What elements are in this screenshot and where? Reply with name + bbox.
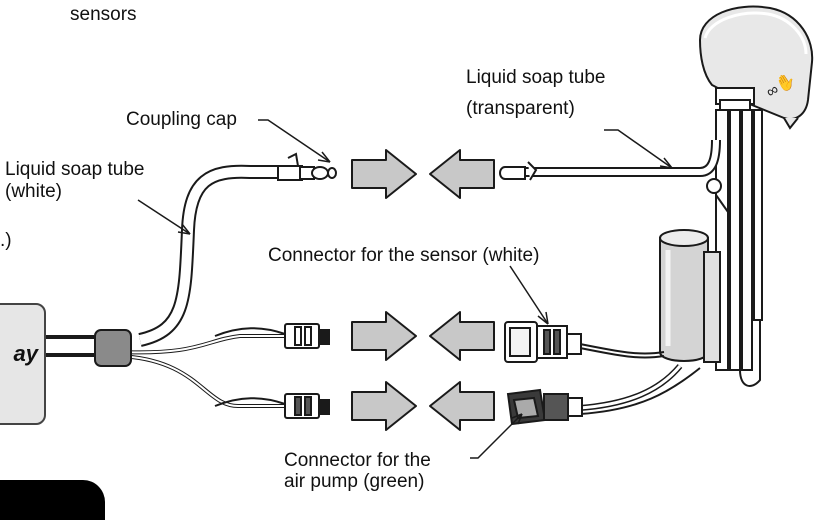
left-pump-connector [284, 393, 330, 419]
transparent-tube-label-line1: Liquid soap tube [466, 67, 606, 88]
coupling-cap-assembly [277, 152, 337, 181]
sensor-connector-label: Connector for the sensor (white) [268, 245, 540, 266]
leader-lines [137, 119, 673, 459]
cable-band [94, 329, 132, 367]
sensors-fragment-label: sensors [70, 4, 137, 25]
arrow-right-middle [351, 311, 417, 361]
faucet-head: ∞✋ [698, 5, 814, 130]
right-sensor-connector [504, 321, 582, 363]
pump-connector-label-line1: Connector for the [284, 450, 431, 471]
arrows [351, 149, 495, 431]
white-tube-label-line1: Liquid soap tube [5, 159, 145, 180]
transparent-tube-end [499, 161, 538, 181]
side-note-box-text: ay [13, 341, 38, 366]
arrow-right-bottom [351, 381, 417, 431]
coupling-cap-label: Coupling cap [126, 109, 237, 130]
arrow-left-middle [429, 311, 495, 361]
pump-connector-label-line2: air pump (green) [284, 471, 425, 492]
air-pump [659, 229, 721, 363]
faucet-body [706, 109, 763, 387]
wiring-diagram: ∞✋ [40, 5, 814, 459]
side-note-box: ay [0, 303, 46, 425]
white-tube-label-line2: (white) [5, 181, 63, 202]
transparent-tube-label-line2: (transparent) [466, 98, 575, 119]
arrow-left-bottom [429, 381, 495, 431]
arrow-right-top [351, 149, 417, 199]
right-pump-connector [506, 388, 583, 426]
paren-fragment-label: .) [0, 230, 12, 251]
arrow-left-top [429, 149, 495, 199]
page-section-tab [0, 480, 105, 520]
left-sensor-connector [284, 323, 330, 349]
